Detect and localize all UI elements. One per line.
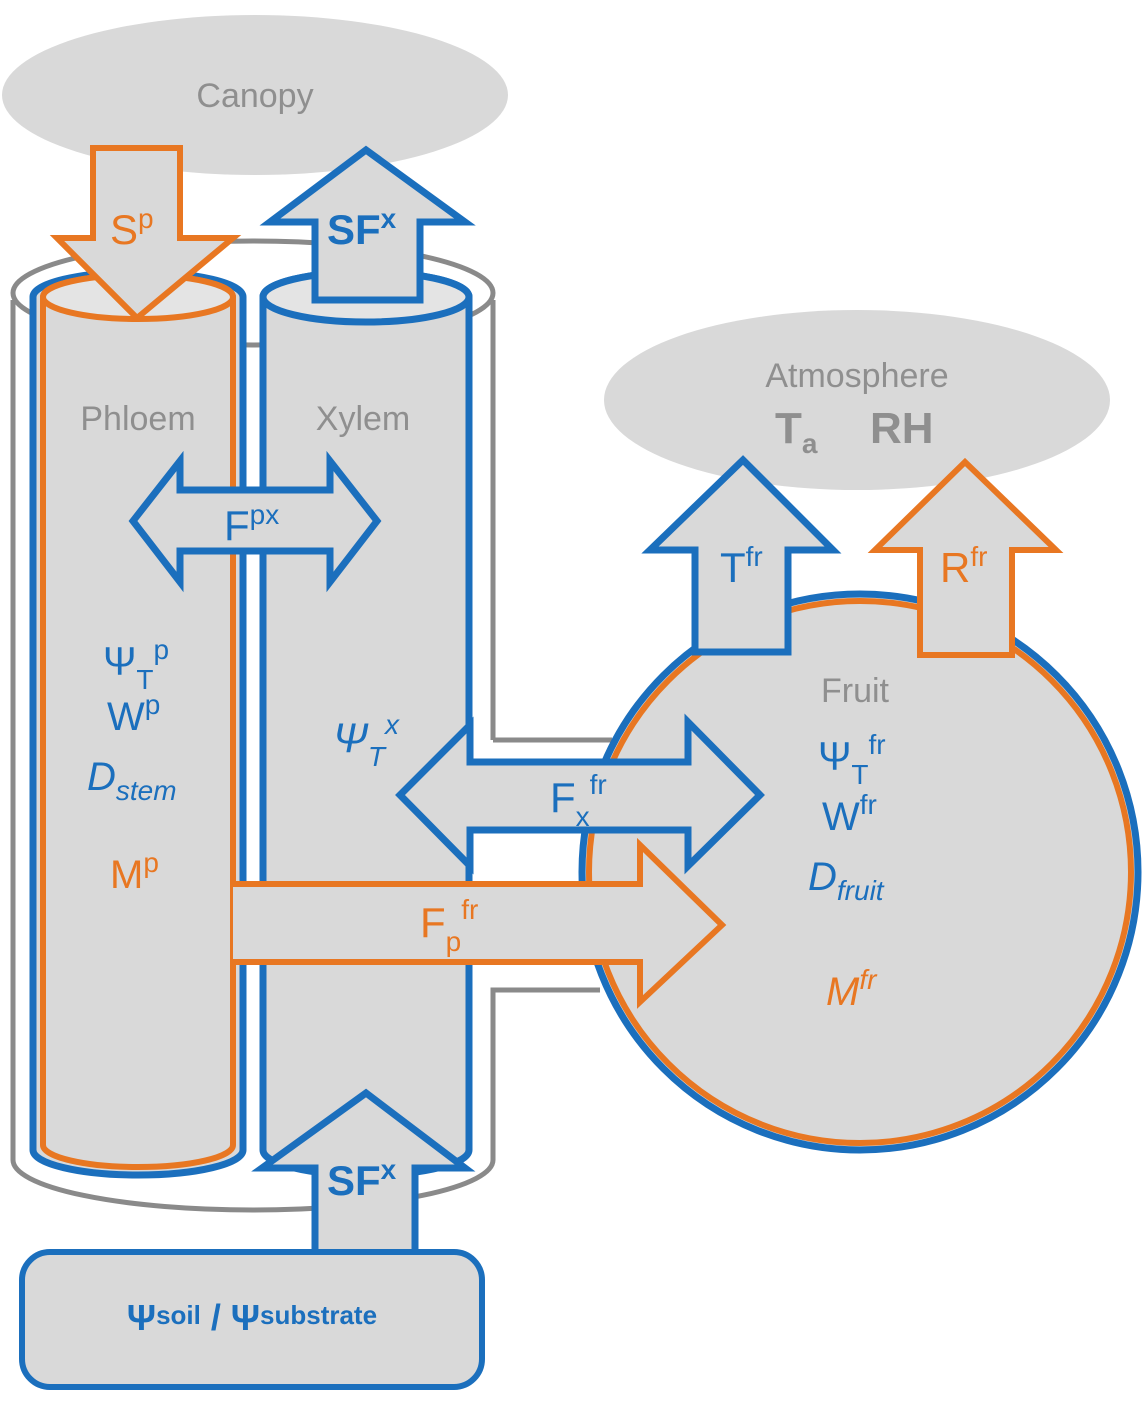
fp-fr-label: Fpfr — [420, 894, 478, 957]
rfr-arrow — [867, 457, 1064, 658]
stem-outline — [10, 300, 612, 1213]
phloem-m-label: Mp — [110, 847, 159, 897]
soil-substrate-label: Ψsoil / Ψsubstrate — [127, 1297, 377, 1338]
atmosphere-ellipse — [604, 310, 1110, 490]
sfx-bottom-arrow — [251, 1088, 476, 1259]
fpx-double-arrow — [128, 450, 382, 593]
stem-top-rim — [10, 238, 496, 348]
phloem-label: Phloem — [80, 400, 195, 438]
fx-fr-double-arrow — [395, 713, 765, 875]
sfx-top-label: SFx — [327, 203, 397, 253]
fx-fr-label: Fxfr — [550, 769, 607, 832]
fruit-psi-label: ΨTfr — [818, 729, 886, 790]
air-temperature-label: Ta — [775, 404, 818, 459]
sfx-bottom-label: SFx — [327, 1154, 397, 1204]
tfr-arrow — [641, 455, 842, 656]
atmosphere-label: Atmosphere — [765, 357, 948, 395]
canopy-label: Canopy — [196, 77, 313, 115]
sp-label: Sp — [110, 203, 154, 253]
fpx-label: Fpx — [224, 499, 279, 549]
phloem-d-label: Dstem — [87, 755, 177, 806]
tfr-label: Tfr — [720, 541, 763, 591]
xylem-psi-label: ΨTx — [333, 709, 400, 772]
rfr-label: Rfr — [940, 541, 987, 591]
sp-arrow — [49, 145, 242, 323]
fruit-label: Fruit — [821, 672, 890, 710]
fp-fr-arrow — [233, 837, 727, 1009]
fruit-inner-outline — [586, 598, 1134, 1146]
xylem-label: Xylem — [316, 400, 410, 438]
fruit-m-label: Mfr — [826, 964, 878, 1014]
fruit-w-label: Wfr — [822, 789, 877, 839]
relative-humidity-label: RH — [870, 404, 934, 453]
fruit-circle — [578, 590, 1142, 1154]
phloem-w-label: Wp — [107, 689, 160, 739]
soil-substrate-box — [19, 1249, 485, 1390]
sfx-top-arrow — [259, 145, 476, 304]
phloem-psi-label: ΨTp — [103, 634, 169, 695]
canopy-ellipse — [2, 15, 508, 175]
fruit-d-label: Dfruit — [808, 855, 885, 906]
